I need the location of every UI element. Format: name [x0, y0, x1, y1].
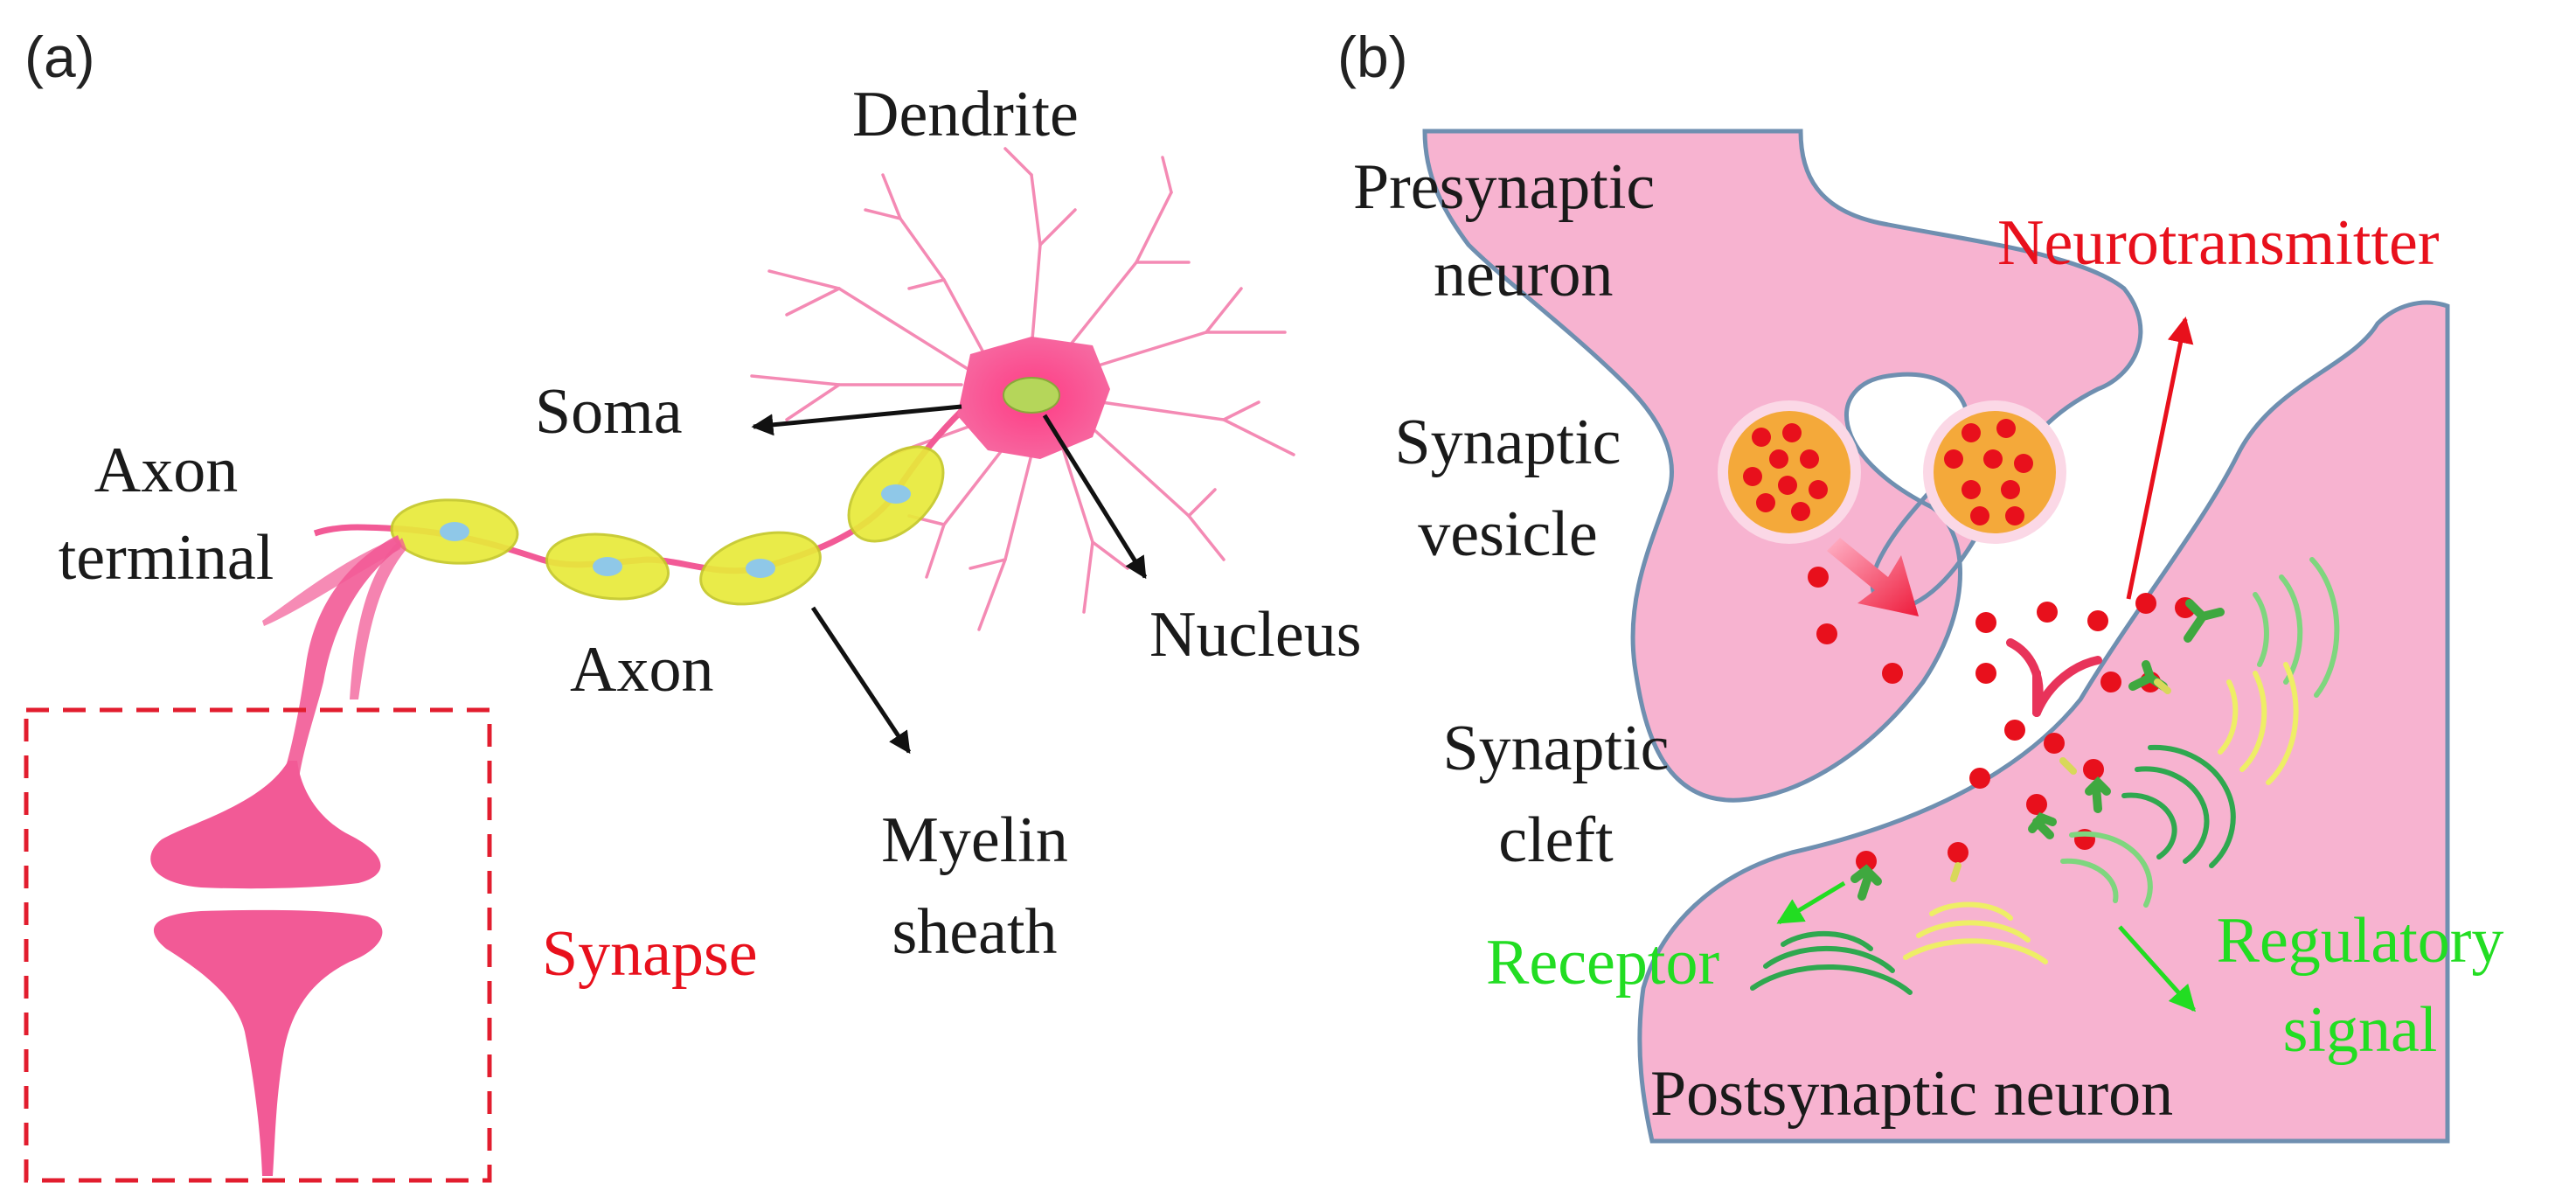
axon-label: Axon — [570, 634, 713, 706]
dendrites — [750, 147, 1295, 631]
soma-label: Soma — [535, 376, 683, 448]
axon-terminal-label-line2: terminal — [59, 522, 274, 594]
receptors — [1850, 599, 2225, 901]
yellow-receptors — [1950, 679, 2171, 882]
transporter — [2006, 638, 2102, 717]
regulatory-signal-waves — [1750, 557, 2340, 995]
postsynaptic-neuron — [1637, 300, 2450, 1144]
nucleus-arrow — [1042, 414, 1148, 580]
neurotransmitter-label: Neurotransmitter — [1997, 207, 2440, 279]
cleft-label-line1: Synaptic — [1443, 713, 1670, 784]
dendrite-label: Dendrite — [852, 79, 1079, 150]
myelin-arrow — [810, 606, 912, 755]
synaptic-vesicle-left — [1718, 400, 1861, 544]
myelin-sheaths — [390, 445, 945, 606]
neurotransmitter-dots-released — [1808, 567, 2196, 872]
postsynaptic-knob — [153, 909, 383, 1176]
myelin-nodes — [440, 484, 911, 578]
postsynaptic-label: Postsynaptic neuron — [1650, 1058, 2173, 1130]
presynaptic-label-line2: neuron — [1434, 239, 1614, 310]
vesicle-label-line2: vesicle — [1418, 498, 1597, 570]
synapse-label: Synapse — [542, 918, 758, 990]
synapse-box — [24, 707, 492, 1183]
panel-a: (a) — [24, 24, 1362, 1183]
regulatory-label-line2: signal — [2283, 994, 2438, 1066]
synaptic-vesicle-right — [1923, 400, 2066, 544]
receptor-label: Receptor — [1486, 927, 1719, 999]
release-arrow — [1827, 538, 1919, 616]
vesicle-label-line1: Synaptic — [1395, 407, 1621, 478]
panel-b: (b) — [1337, 24, 2504, 1144]
neurotransmitter-arrow — [2126, 317, 2194, 600]
myelin-label-line2: sheath — [892, 896, 1057, 968]
axon-terminal — [262, 535, 406, 791]
regulatory-label-line1: Regulatory — [2217, 905, 2504, 977]
receptor-arrow — [1776, 880, 1846, 925]
panel-b-label: (b) — [1337, 24, 1408, 89]
cleft-label-line2: cleft — [1498, 804, 1614, 876]
nucleus — [1003, 377, 1060, 414]
myelin-label-line1: Myelin — [881, 804, 1068, 876]
axon-terminal-label-line1: Axon — [94, 435, 238, 506]
neurotransmitter-dots-vesicles — [1743, 419, 2033, 525]
regulatory-arrow — [2118, 925, 2197, 1013]
presynaptic-label-line1: Presynaptic — [1353, 151, 1655, 223]
nucleus-label: Nucleus — [1149, 599, 1362, 671]
presynaptic-knob — [150, 761, 381, 889]
panel-a-label: (a) — [24, 24, 95, 89]
soma-arrow — [751, 404, 962, 436]
